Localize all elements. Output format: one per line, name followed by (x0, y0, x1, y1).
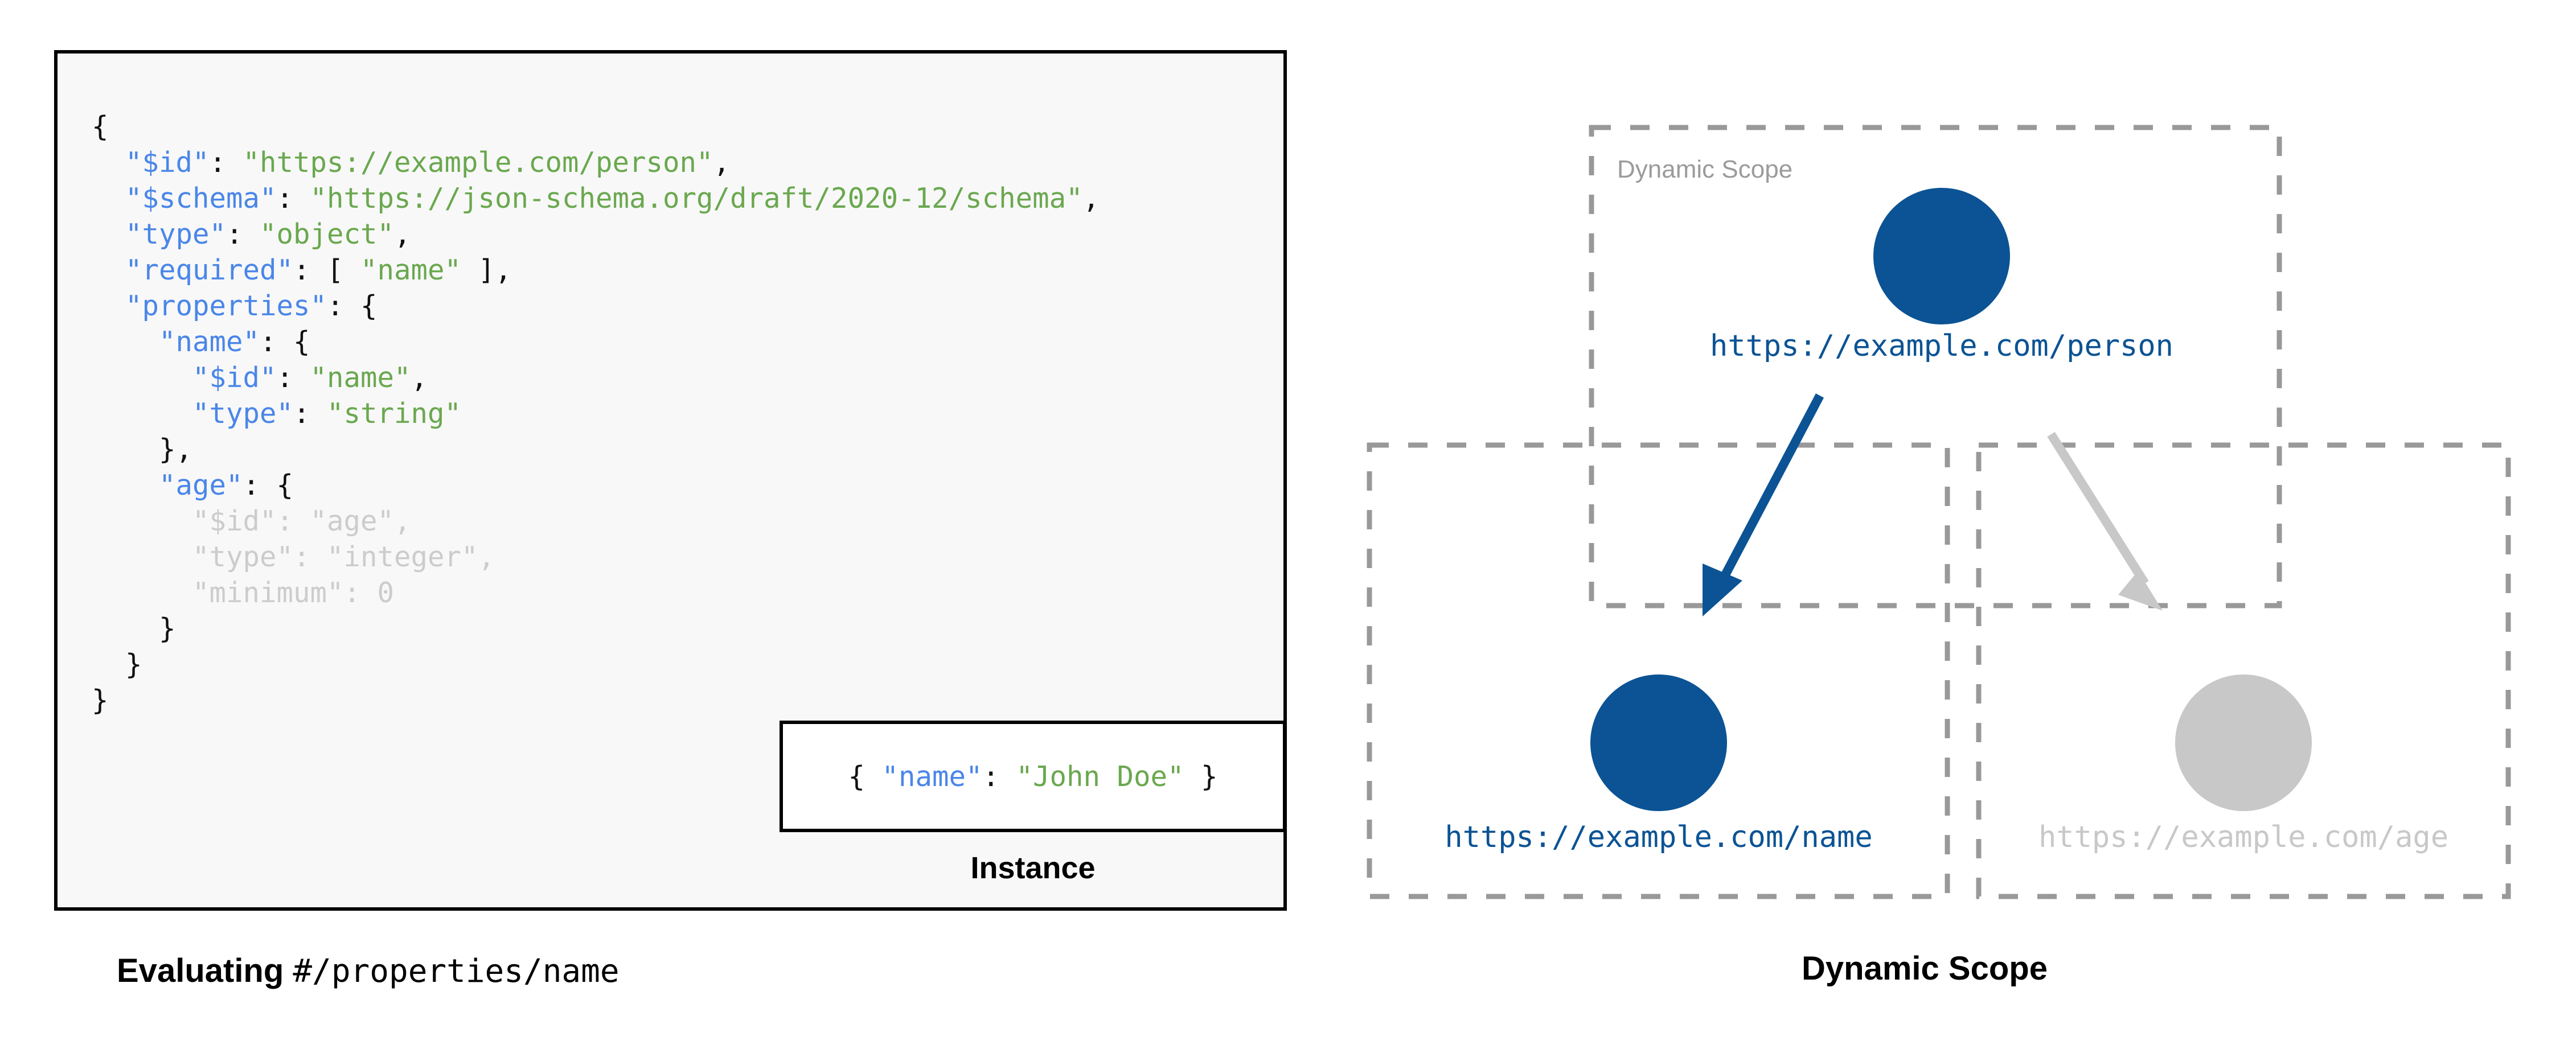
dynamic-scope-diagram: Dynamic Scope https://example.com/person… (1327, 68, 2522, 956)
scope-box-person (1589, 125, 2282, 608)
scope-box-age (1976, 442, 2511, 899)
instance-caption: Instance (970, 851, 1096, 885)
node-circle-name (1590, 674, 1727, 811)
node-label-age: https://example.com/age (2038, 820, 2448, 854)
diagram-svg: Dynamic Scope https://example.com/person… (1367, 125, 2511, 899)
node-label-person: https://example.com/person (1710, 329, 2173, 363)
left-caption-bold: Evaluating (117, 952, 293, 989)
node-circle-person (1873, 188, 2010, 324)
scope-label: Dynamic Scope (1617, 155, 1792, 183)
schema-json-code: { "$id": "https://example.com/person", "… (92, 110, 1100, 717)
instance-json-code: { "name": "John Doe" } (848, 760, 1218, 793)
left-caption-pointer: #/properties/name (293, 953, 620, 990)
edge-person-to-age (2047, 431, 2163, 611)
right-figure-caption: Dynamic Scope (1802, 950, 2048, 987)
node-label-name: https://example.com/name (1445, 820, 1872, 854)
instance-box: { "name": "John Doe" } (780, 721, 1286, 832)
left-figure-caption: Evaluating #/properties/name (117, 952, 620, 990)
schema-code-panel: { "$id": "https://example.com/person", "… (54, 50, 1287, 911)
scope-box-name (1367, 442, 1950, 899)
node-circle-age (2175, 674, 2312, 811)
edge-person-to-name (1703, 393, 1824, 616)
